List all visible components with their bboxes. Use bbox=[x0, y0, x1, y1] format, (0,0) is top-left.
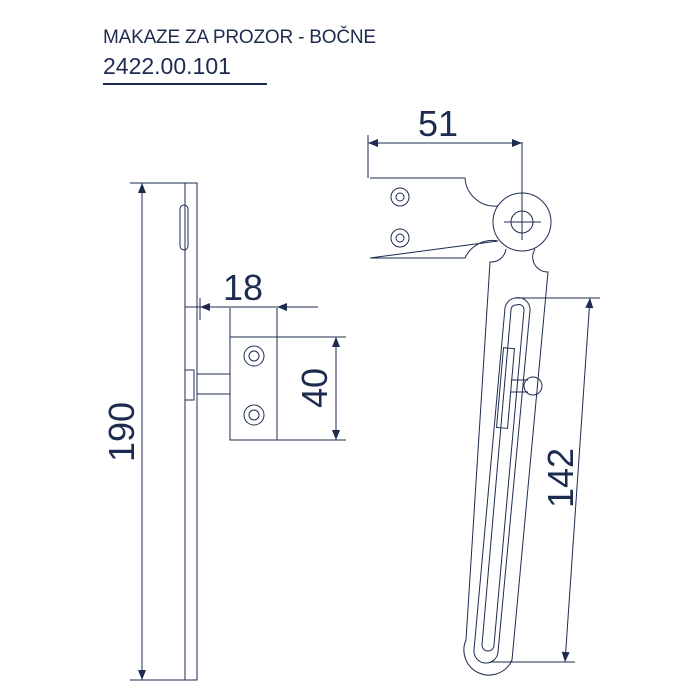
hinge-plate bbox=[369, 177, 499, 259]
dim-label-40: 40 bbox=[294, 368, 335, 408]
pin-block bbox=[184, 369, 195, 401]
pin bbox=[196, 373, 231, 395]
bracket bbox=[229, 336, 278, 441]
slider-block bbox=[495, 347, 516, 429]
arm-slot bbox=[473, 297, 531, 664]
scissor-arm bbox=[463, 248, 549, 676]
dim-line-142 bbox=[561, 297, 594, 663]
dim-label-51: 51 bbox=[418, 103, 458, 144]
slider-knob bbox=[523, 376, 543, 396]
front-view bbox=[367, 135, 600, 676]
dim-label-142: 142 bbox=[540, 448, 581, 508]
hole bbox=[243, 404, 265, 426]
dim-label-18: 18 bbox=[223, 267, 263, 308]
hole bbox=[390, 187, 410, 207]
plate-knob bbox=[179, 204, 189, 251]
mounting-plate bbox=[184, 182, 198, 681]
dim-label-190: 190 bbox=[101, 402, 142, 462]
hole bbox=[390, 228, 410, 248]
hole bbox=[243, 345, 265, 367]
product-code: 2422.00.101 bbox=[103, 53, 267, 85]
drawing-title: MAKAZE ZA PROZOR - BOČNE bbox=[103, 27, 376, 48]
side-view bbox=[130, 182, 346, 681]
